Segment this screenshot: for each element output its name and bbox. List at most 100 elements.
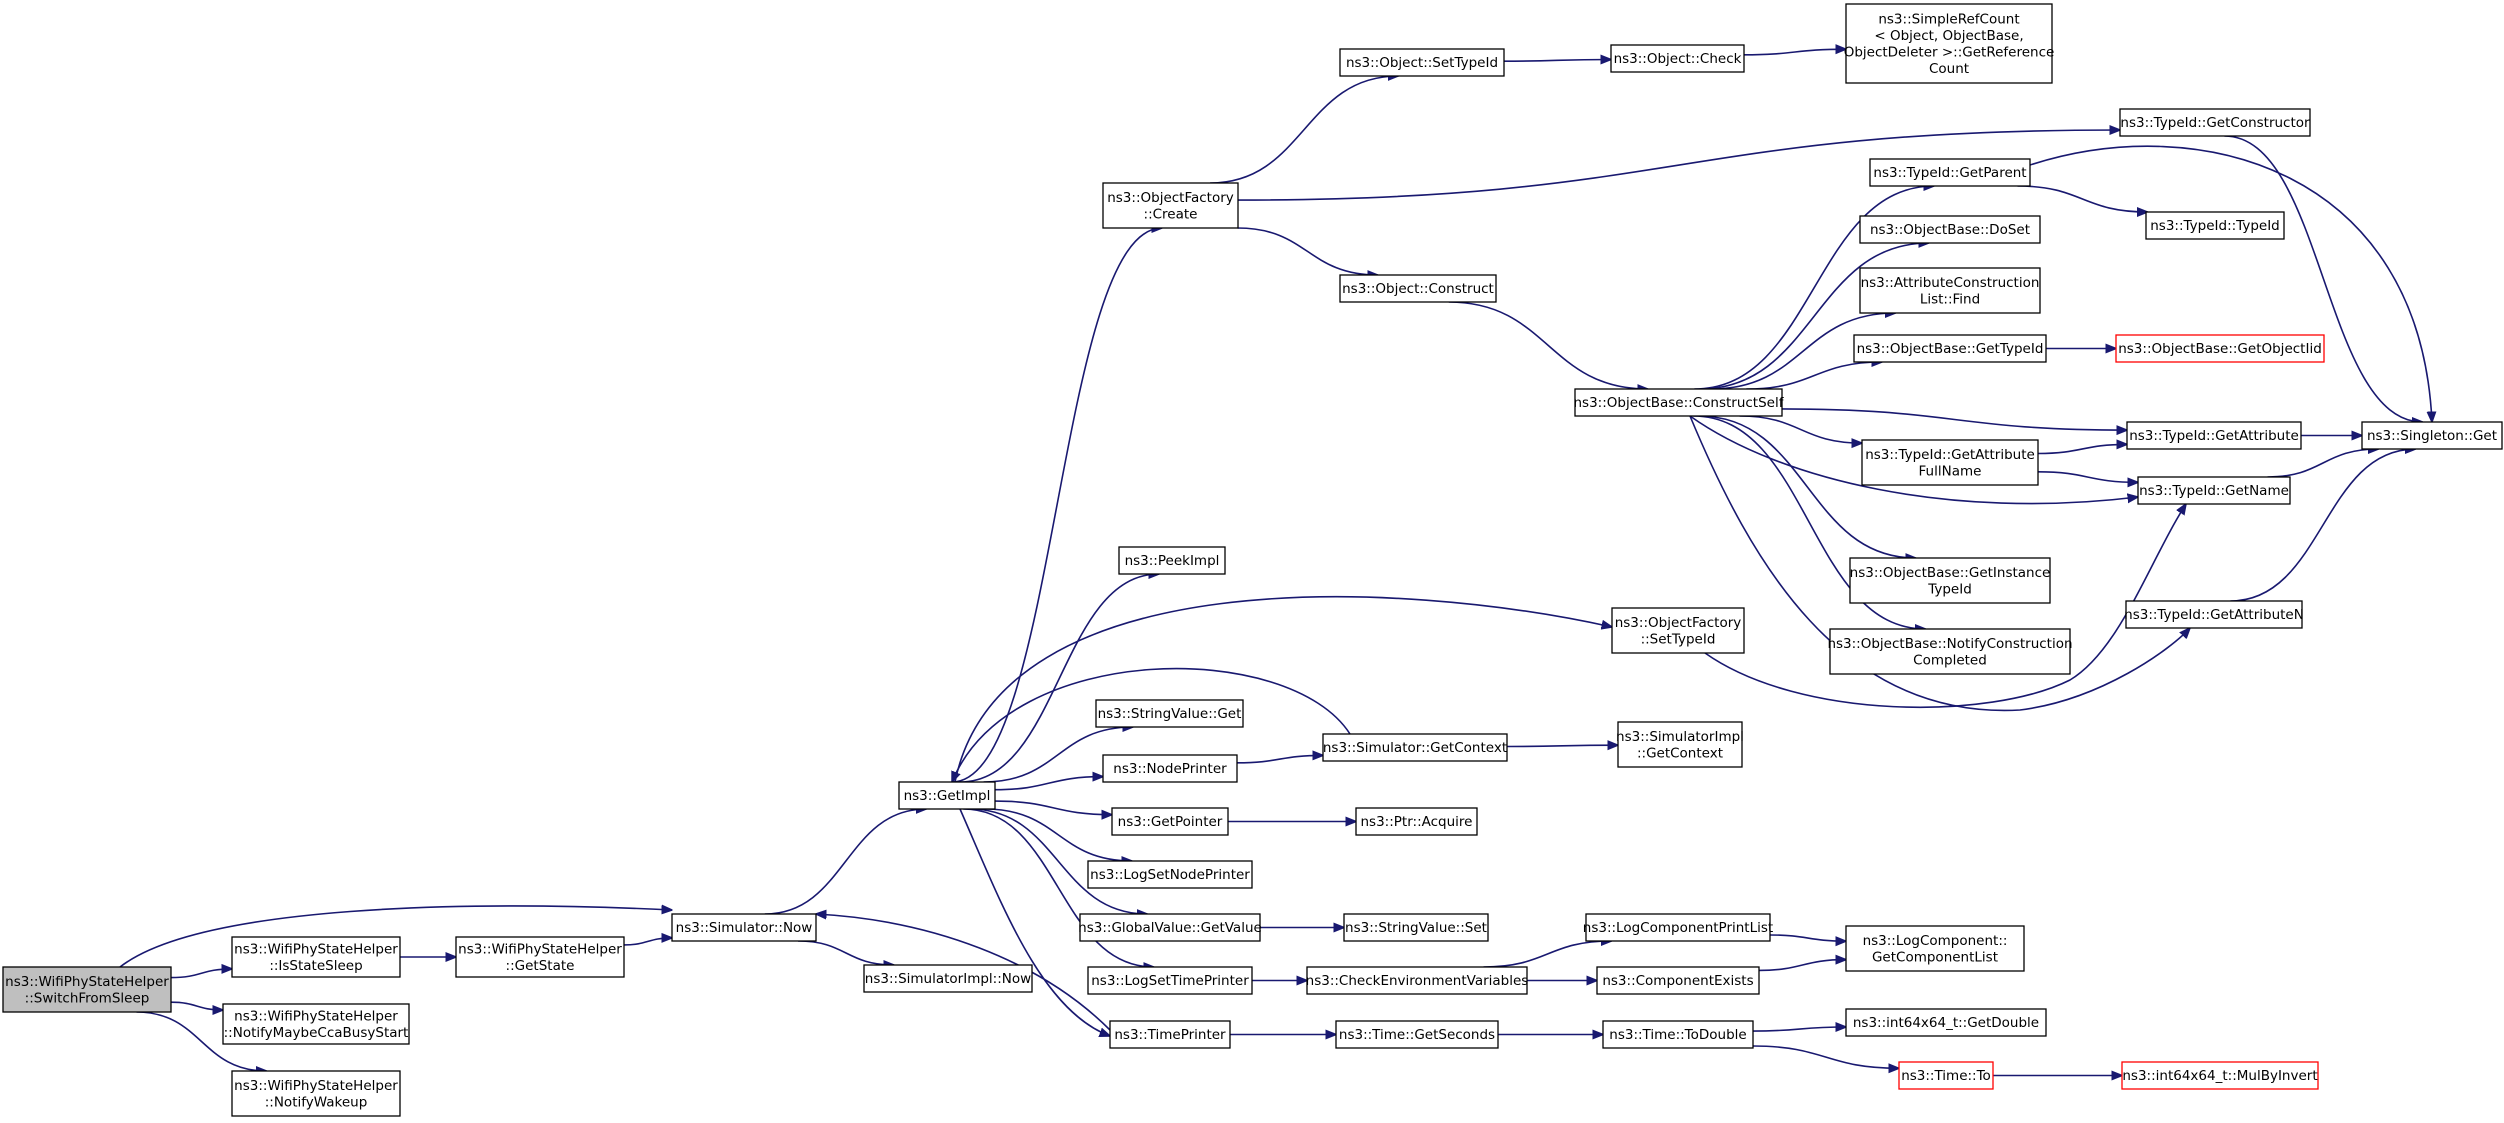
node-logCompGetList[interactable]: ns3::LogComponent::GetComponentList — [1845, 925, 2025, 972]
node-gvGetValue[interactable]: ns3::GlobalValue::GetValue — [1078, 913, 1262, 942]
node-label: ns3::LogComponentPrintList — [1583, 920, 1773, 936]
node-box — [1845, 1008, 2047, 1037]
node-i64MulByInvert[interactable]: ns3::int64x64_t::MulByInvert — [2121, 1061, 2319, 1090]
node-obNotifyConstr[interactable]: ns3::ObjectBase::NotifyConstructionCompl… — [1827, 628, 2073, 675]
node-label: ns3::Simulator::Now — [676, 920, 813, 936]
node-label: ::SetTypeId — [1641, 631, 1716, 647]
node-peekImpl[interactable]: ns3::PeekImpl — [1118, 546, 1226, 575]
node-label: Completed — [1913, 652, 1987, 668]
node-timeGetSeconds[interactable]: ns3::Time::GetSeconds — [1335, 1020, 1499, 1049]
node-box — [2115, 334, 2325, 363]
node-timeToDouble[interactable]: ns3::Time::ToDouble — [1602, 1020, 1754, 1049]
node-box — [1102, 182, 1239, 229]
node-strValGet[interactable]: ns3::StringValue::Get — [1095, 699, 1244, 728]
edge-constructSelf-to-tidGetAttrFullName — [1739, 415, 1862, 443]
node-simImplGetContext[interactable]: ns3::SimulatorImpl::GetContext — [1616, 721, 1744, 768]
node-label: Count — [1929, 61, 1969, 77]
node-box — [1079, 913, 1261, 942]
node-strValSet[interactable]: ns3::StringValue::Set — [1343, 913, 1489, 942]
edge-objConstruct-to-constructSelf — [1448, 301, 1648, 389]
node-box — [1898, 1061, 1994, 1090]
node-box — [1617, 721, 1743, 768]
node-box — [1845, 3, 2053, 84]
node-ofSetTypeId[interactable]: ns3::ObjectFactory::SetTypeId — [1611, 607, 1745, 654]
node-label: ns3::LogSetTimePrinter — [1091, 973, 1249, 989]
node-tidGetAttribute[interactable]: ns3::TypeId::GetAttribute — [2126, 421, 2302, 450]
node-timeTo[interactable]: ns3::Time::To — [1898, 1061, 1994, 1090]
node-ptrAcquire[interactable]: ns3::Ptr::Acquire — [1355, 807, 1478, 836]
edge-timeToDouble-to-i64GetDouble — [1752, 1027, 1846, 1031]
node-label: ns3::Time::GetSeconds — [1339, 1027, 1495, 1043]
node-logCompPrintList[interactable]: ns3::LogComponentPrintList — [1583, 913, 1773, 942]
edge-tidGetAttrFullName-to-tidGetName — [2037, 471, 2138, 483]
node-box — [222, 1003, 410, 1045]
node-label: ns3::int64x64_t::MulByInvert — [2122, 1068, 2317, 1084]
node-objConstruct[interactable]: ns3::Object::Construct — [1339, 274, 1497, 303]
edge-getImpl-to-ofCreate — [952, 228, 1162, 783]
node-label: ns3::ObjectBase::DoSet — [1870, 222, 2030, 238]
node-label: ns3::WifiPhyStateHelper — [234, 941, 398, 957]
edge-getImpl-to-gvGetValue — [969, 808, 1147, 914]
node-label: ::NotifyWakeup — [265, 1094, 368, 1110]
edge-getState-to-simNow — [623, 938, 672, 946]
node-box — [1343, 913, 1489, 942]
node-label: ns3::TypeId::GetAttribute — [1865, 447, 2035, 463]
node-simpleRefCount[interactable]: ns3::SimpleRefCount< Object, ObjectBase,… — [1844, 3, 2055, 84]
node-logSetNodePrinter[interactable]: ns3::LogSetNodePrinter — [1087, 860, 1253, 889]
node-singletonGet[interactable]: ns3::Singleton::Get — [2361, 421, 2503, 450]
edge-constructSelf-to-tidGetAttribute — [1781, 408, 2127, 430]
edge-constructSelf-to-attrConstrFind — [1711, 313, 1895, 390]
node-label: ns3::ComponentExists — [1602, 973, 1753, 989]
node-label: ns3::TypeId::TypeId — [2150, 218, 2280, 234]
node-logSetTimePrinter[interactable]: ns3::LogSetTimePrinter — [1087, 966, 1253, 995]
node-simImplNow[interactable]: ns3::SimulatorImpl::Now — [863, 964, 1033, 993]
node-tidGetName[interactable]: ns3::TypeId::GetName — [2137, 476, 2291, 505]
node-label: ns3::Ptr::Acquire — [1361, 814, 1473, 830]
node-obDoSet[interactable]: ns3::ObjectBase::DoSet — [1859, 215, 2041, 244]
node-isStateSleep[interactable]: ns3::WifiPhyStateHelper::IsStateSleep — [231, 936, 401, 978]
node-simGetContext[interactable]: ns3::Simulator::GetContext — [1322, 733, 1508, 762]
node-notifyWakeup[interactable]: ns3::WifiPhyStateHelper::NotifyWakeup — [231, 1070, 401, 1117]
node-tidGetParent[interactable]: ns3::TypeId::GetParent — [1869, 158, 2031, 187]
node-label: ns3::TypeId::GetName — [2139, 483, 2289, 499]
node-nodePrinter[interactable]: ns3::NodePrinter — [1102, 754, 1238, 783]
node-getState[interactable]: ns3::WifiPhyStateHelper::GetState — [455, 936, 625, 978]
node-timePrinter[interactable]: ns3::TimePrinter — [1109, 1020, 1231, 1049]
edge-ofSetTypeId-to-tidGetName — [1704, 504, 2186, 709]
node-label: ns3::LogComponent:: — [1863, 933, 2008, 949]
node-getPointer[interactable]: ns3::GetPointer — [1111, 807, 1229, 836]
node-box — [1585, 913, 1771, 942]
node-box — [1829, 628, 2071, 675]
edge-ofCreate-to-objSetTypeId — [1210, 76, 1398, 184]
node-label: FullName — [1919, 463, 1982, 479]
node-notifyCca[interactable]: ns3::WifiPhyStateHelper::NotifyMaybeCcaB… — [222, 1003, 410, 1045]
node-box — [1339, 48, 1505, 77]
node-tidGetConstructor[interactable]: ns3::TypeId::GetConstructor — [2119, 108, 2311, 137]
edge-objSetTypeId-to-objCheck — [1503, 60, 1611, 62]
node-obGetObjectIid[interactable]: ns3::ObjectBase::GetObjectIid — [2115, 334, 2325, 363]
node-compExists[interactable]: ns3::ComponentExists — [1596, 966, 1760, 995]
node-getImpl[interactable]: ns3::GetImpl — [898, 781, 996, 810]
node-tidGetAttributeN[interactable]: ns3::TypeId::GetAttributeN — [2124, 600, 2304, 629]
node-tidTypeId[interactable]: ns3::TypeId::TypeId — [2145, 211, 2285, 240]
node-obGetTypeId[interactable]: ns3::ObjectBase::GetTypeId — [1853, 334, 2047, 363]
node-box — [1611, 607, 1745, 654]
edge-tidGetName-to-singletonGet — [2267, 449, 2379, 478]
edges-layer — [119, 49, 2432, 1075]
node-objCheck[interactable]: ns3::Object::Check — [1610, 44, 1745, 73]
edge-objCheck-to-simpleRefCount — [1743, 49, 1846, 56]
node-label: ::IsStateSleep — [269, 958, 362, 974]
node-i64GetDouble[interactable]: ns3::int64x64_t::GetDouble — [1845, 1008, 2047, 1037]
node-label: ns3::GetImpl — [904, 788, 991, 804]
node-root[interactable]: ns3::WifiPhyStateHelper::SwitchFromSleep — [2, 966, 172, 1013]
node-checkEnv[interactable]: ns3::CheckEnvironmentVariables — [1306, 966, 1529, 995]
node-ofCreate[interactable]: ns3::ObjectFactory::Create — [1102, 182, 1239, 229]
node-objSetTypeId[interactable]: ns3::Object::SetTypeId — [1339, 48, 1505, 77]
node-label: ns3::Object::SetTypeId — [1346, 55, 1498, 71]
node-constructSelf[interactable]: ns3::ObjectBase::ConstructSelf — [1574, 388, 1785, 417]
node-simNow[interactable]: ns3::Simulator::Now — [671, 913, 817, 942]
node-box — [2145, 211, 2285, 240]
